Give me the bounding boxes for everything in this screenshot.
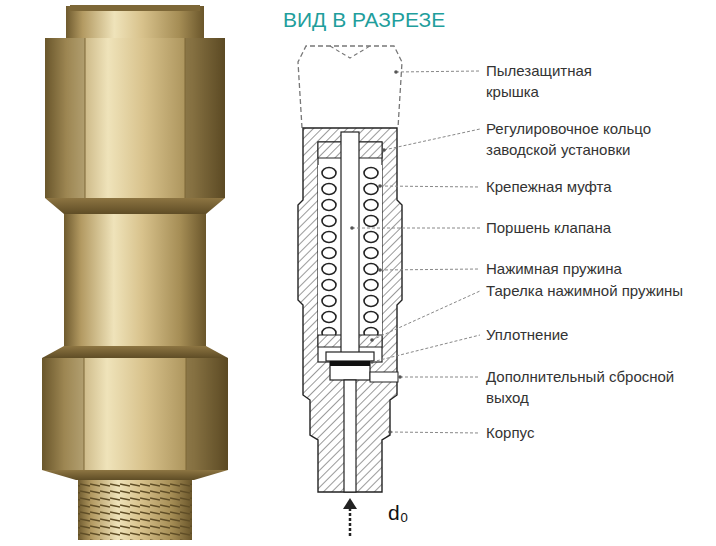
part-label: Поршень клапана — [486, 217, 708, 238]
part-label: Дополнительный сбросной выход — [486, 366, 710, 408]
dimension-label: d₀ — [388, 500, 448, 526]
part-label: Нажимная пружина — [486, 258, 708, 279]
leader-dots — [350, 70, 402, 434]
part-label: Регулировочное кольцо заводской установк… — [486, 118, 708, 160]
part-label: Тарелка нажимной пружины — [486, 280, 686, 301]
cross-section — [298, 46, 402, 536]
part-label: Крепежная муфта — [486, 176, 708, 197]
part-label: Пылезащитная крышка — [486, 60, 626, 102]
part-label: Уплотнение — [486, 324, 708, 345]
valve-photo — [42, 5, 228, 540]
section-title: ВИД В РАЗРЕЗЕ — [283, 7, 445, 33]
leader-lines — [352, 71, 480, 433]
part-label: Корпус — [486, 422, 708, 443]
